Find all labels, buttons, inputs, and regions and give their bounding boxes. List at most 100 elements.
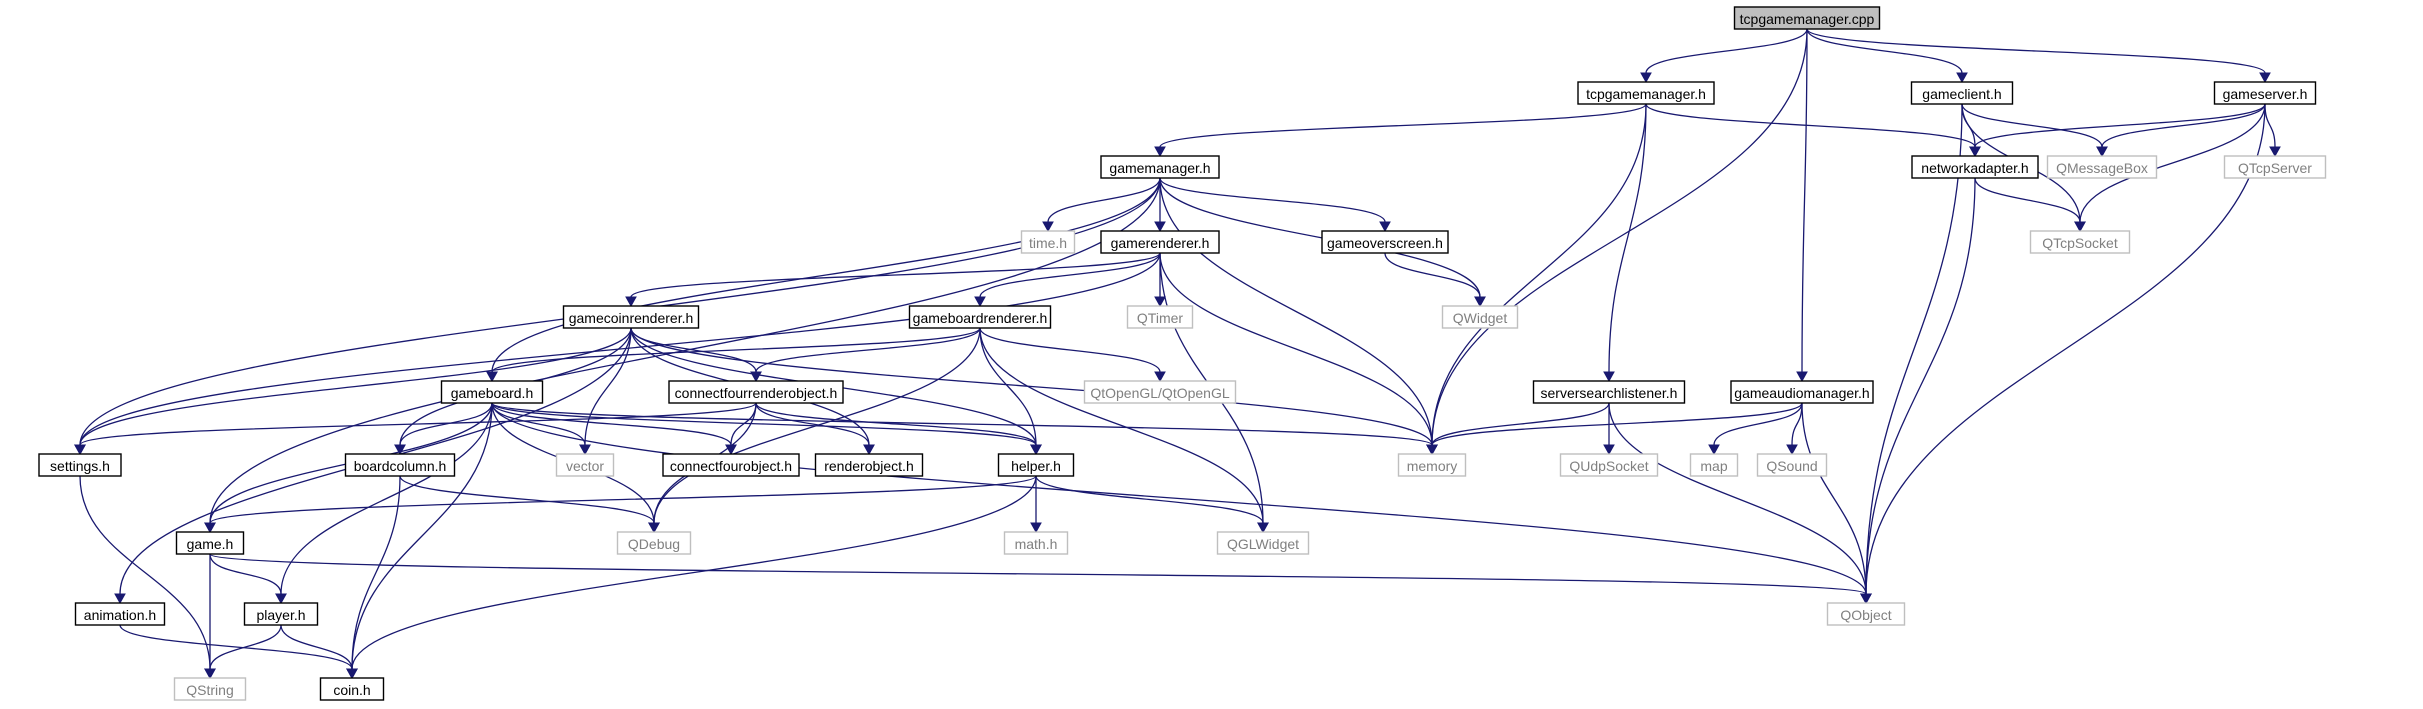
edge-line [755,402,1037,446]
node-box [662,453,800,477]
arrowhead [579,444,591,456]
edge-line [491,327,981,373]
node-serversearchlistener-h[interactable]: serversearchlistener.h [1532,380,1686,404]
node-animation-h[interactable]: animation.h [74,602,166,626]
node-map: map [1689,453,1739,477]
node-gameserver-h[interactable]: gameserver.h [2213,81,2317,105]
edge-line [1801,28,1808,373]
node-box [1559,453,1659,477]
node-label: gamecoinrenderer.h [569,310,694,326]
arrowhead [1154,221,1166,233]
node-networkadapter-h[interactable]: networkadapter.h [1911,155,2039,179]
node-time-h: time.h [1020,230,1076,254]
edge-gameboardrenderer_h-to-QtOpenGL [979,327,1166,383]
node-player-h[interactable]: player.h [243,602,319,626]
node-gameboard-h[interactable]: gameboard.h [440,380,544,404]
node-box [38,453,122,477]
node-gamerenderer-h[interactable]: gamerenderer.h [1100,230,1220,254]
arrowhead [1154,296,1166,308]
edge-boardcolumn_h-to-QDebug [399,475,660,534]
node-QUdpSocket: QUdpSocket [1559,453,1659,477]
node-connectfourobject-h[interactable]: connectfourobject.h [662,453,800,477]
edge-line [491,402,1433,446]
node-coin-h[interactable]: coin.h [319,677,385,701]
node-label: tcpgamemanager.h [1586,86,1706,102]
edge-line [1159,177,1386,223]
node-label: QGLWidget [1227,536,1299,552]
edge-line [351,402,493,670]
node-box [1003,531,1069,555]
edge-line [1865,103,2266,595]
node-label: QMessageBox [2056,160,2148,176]
arrowhead [1603,444,1615,456]
edge-line [119,624,353,670]
node-label: QSound [1766,458,1817,474]
node-label: QDebug [628,536,680,552]
node-QTcpServer: QTcpServer [2223,155,2327,179]
node-label: tcpgamemanager.cpp [1740,11,1875,27]
node-boardcolumn-h[interactable]: boardcolumn.h [344,453,456,477]
node-tcpgamemanager-h[interactable]: tcpgamemanager.h [1577,81,1715,105]
node-box [1100,155,1220,179]
edge-networkadapter_h-to-QTcpSocket [1974,177,2086,233]
edge-gamemanager_h-to-game_h [204,177,1161,534]
edge-line [1159,103,1647,148]
edge-gameoverscreen_h-to-QWidget [1384,252,1486,308]
node-gamemanager-h[interactable]: gamemanager.h [1100,155,1220,179]
edge-gameclient_h-to-QObject [1860,103,1963,605]
node-QGLWidget: QGLWidget [1216,531,1310,555]
edge-tcpgamemanager_cpp-to-tcpgamemanager_h [1640,28,1808,84]
edge-serversearchlistener_h-to-QObject [1608,402,1872,605]
node-gamecoinrenderer-h[interactable]: gamecoinrenderer.h [562,305,700,329]
node-helper-h[interactable]: helper.h [997,453,1075,477]
edge-gameclient_h-to-QMessageBox [1961,103,2108,158]
node-label: QString [186,682,233,698]
arrowhead [1603,371,1615,383]
node-gameoverscreen-h[interactable]: gameoverscreen.h [1321,230,1449,254]
node-box [1910,81,2014,105]
edge-line [979,252,1161,298]
node-gameboardrenderer-h[interactable]: gameboardrenderer.h [908,305,1052,329]
node-label: connectfourrenderobject.h [675,385,838,401]
edge-networkadapter_h-to-QObject [1860,177,1976,605]
edge-line [1974,177,2081,223]
node-connectfourrenderobject-h[interactable]: connectfourrenderobject.h [668,380,844,404]
node-box [555,453,615,477]
node-box [1441,305,1519,329]
node-box [814,453,924,477]
edge-game_h-to-QString [204,553,216,680]
node-QDebug: QDebug [616,531,692,555]
edge-serversearchlistener_h-to-QUdpSocket [1603,403,1615,456]
node-settings-h[interactable]: settings.h [38,453,122,477]
edge-gamemanager_h-to-gameoverscreen_h [1159,177,1391,233]
edge-line [1159,177,1433,446]
edge-line [2101,103,2266,148]
node-box [173,677,247,701]
edge-line [79,252,1161,446]
edge-line [491,402,1037,446]
edge-gameserver_h-to-QTcpServer [2264,103,2281,158]
edge-gameaudiomanager_h-to-memory [1426,402,1803,456]
edge-line [399,475,655,524]
node-gameaudiomanager-h[interactable]: gameaudiomanager.h [1730,380,1874,404]
arrowhead [648,522,660,534]
edge-line [1431,402,1803,446]
node-game-h[interactable]: game.h [175,531,245,555]
node-label: gameserver.h [2223,86,2308,102]
node-box [2046,155,2158,179]
node-label: game.h [187,536,234,552]
node-renderobject-h[interactable]: renderobject.h [814,453,924,477]
arrowhead [204,522,216,534]
edge-gameserver_h-to-QMessageBox [2096,103,2266,158]
edge-gameboardrenderer_h-to-gameboard_h [486,327,981,383]
node-QWidget: QWidget [1441,305,1519,329]
node-gameclient-h[interactable]: gameclient.h [1910,81,2014,105]
edge-helper_h-to-game_h [204,475,1037,534]
node-box [2213,81,2317,105]
edge-line [1791,402,1803,446]
edge-gamemanager_h-to-time_h [1042,177,1161,233]
node-tcpgamemanager-cpp[interactable]: tcpgamemanager.cpp [1733,6,1881,30]
node-label: QObject [1840,607,1891,623]
edge-line [79,402,757,446]
